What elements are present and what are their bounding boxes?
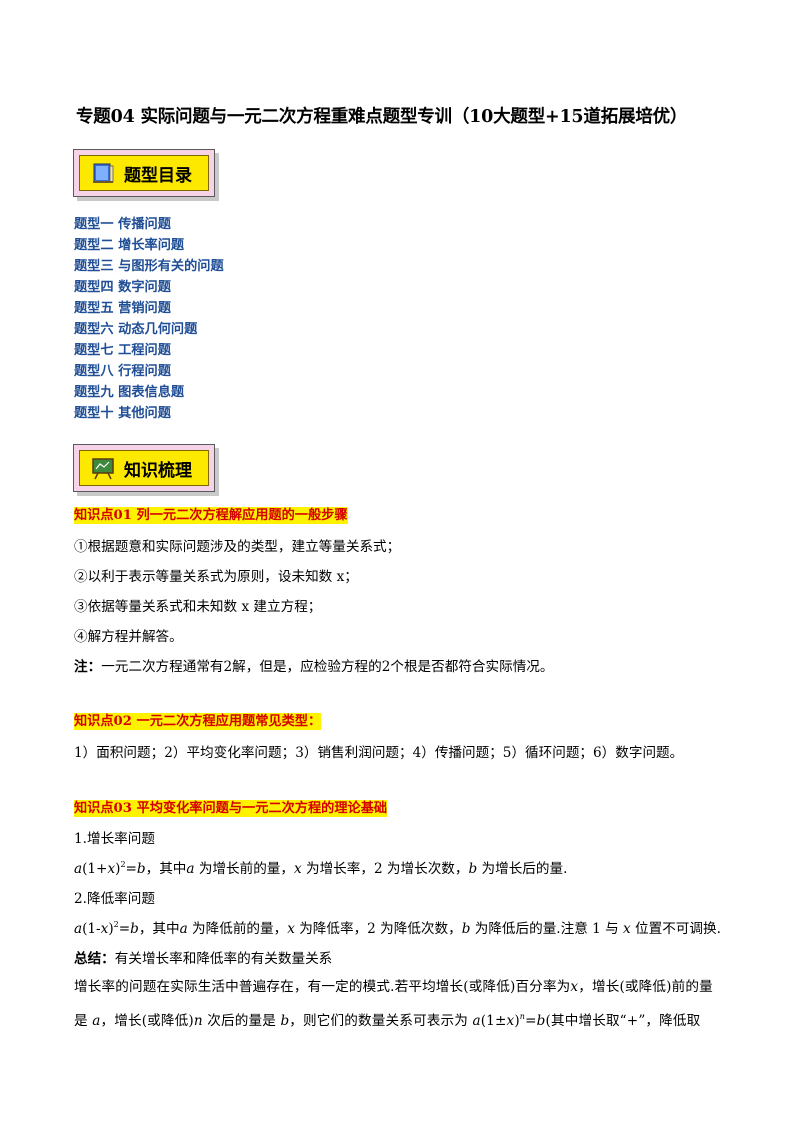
decline-title: 2.降低率问题 bbox=[74, 891, 155, 907]
var-x: x bbox=[506, 1013, 515, 1029]
kp1-step: ④解方程并解答。 bbox=[74, 629, 183, 645]
paren: (1- bbox=[82, 921, 101, 937]
text: ，其中 bbox=[145, 861, 187, 877]
kp3-heading-text: 知识点03 平均变化率问题与一元二次方程的理论基础 bbox=[74, 800, 388, 817]
var-x: x bbox=[570, 979, 579, 995]
var-a: a bbox=[92, 1013, 101, 1029]
knowledge-banner-label: 知识梳理 bbox=[124, 460, 192, 481]
var-b: b bbox=[280, 1013, 290, 1029]
var-a: a bbox=[186, 861, 195, 877]
var-a: a bbox=[74, 921, 83, 937]
toc-item[interactable]: 题型六 动态几何问题 bbox=[74, 322, 198, 337]
summary-text: 有关增长率和降低率的有关数量关系 bbox=[114, 951, 333, 967]
paren: ) bbox=[108, 921, 114, 937]
knowledge-banner-inner: 知识梳理 bbox=[79, 450, 209, 486]
paren: (1+ bbox=[82, 861, 108, 877]
kp1-heading-text: 知识点01 列一元二次方程解应用题的一般步骤 bbox=[74, 507, 348, 524]
text: 为增长前的量， bbox=[194, 861, 294, 877]
page-title: 专题04 实际问题与一元二次方程重难点题型专训（10大题型+15道拓展培优） bbox=[76, 107, 688, 127]
toc-banner-label: 题型目录 bbox=[124, 165, 192, 186]
text: ) bbox=[514, 1013, 520, 1029]
var-x: x bbox=[294, 861, 302, 877]
var-x: x bbox=[100, 921, 109, 937]
var-n: n bbox=[193, 1013, 203, 1029]
kp3-heading: 知识点03 平均变化率问题与一元二次方程的理论基础 bbox=[74, 800, 388, 818]
text: ，其中 bbox=[138, 921, 180, 937]
equals: = bbox=[125, 861, 137, 877]
toc-item[interactable]: 题型四 数字问题 bbox=[74, 280, 171, 295]
exponent: 2 bbox=[120, 860, 126, 869]
note-text: 一元二次方程通常有2解，但是，应检验方程的2个根是否都符合实际情况。 bbox=[101, 659, 554, 675]
text: 增长率的问题在实际生活中普遍存在，有一定的模式.若平均增长(或降低)百分率为 bbox=[74, 979, 571, 995]
text: 为降低率，2 为降低次数， bbox=[294, 921, 462, 937]
text: ，增长(或降低)前的量 bbox=[578, 979, 713, 995]
text: ，增长(或降低) bbox=[100, 1013, 194, 1029]
kp2-heading: 知识点02 一元二次方程应用题常见类型： bbox=[74, 713, 322, 731]
var-b: b bbox=[136, 861, 146, 877]
var-b: b bbox=[461, 921, 471, 937]
growth-title: 1.增长率问题 bbox=[74, 831, 155, 847]
var-b: b bbox=[130, 921, 139, 937]
var-x: x bbox=[287, 921, 295, 937]
equals: = bbox=[525, 1013, 537, 1029]
var-a: a bbox=[472, 1013, 481, 1029]
text: 是 bbox=[74, 1013, 93, 1029]
text: 为降低前的量， bbox=[187, 921, 288, 937]
kp1-heading: 知识点01 列一元二次方程解应用题的一般步骤 bbox=[74, 507, 348, 525]
text: 为增长后的量. bbox=[477, 861, 568, 877]
exponent: 2 bbox=[113, 920, 119, 929]
text: ，则它们的数量关系可表示为 bbox=[289, 1013, 473, 1029]
summary-paragraph-line2: 是 a，增长(或降低)n 次后的量是 b，则它们的数量关系可表示为 a(1±x)… bbox=[74, 1011, 700, 1031]
summary-paragraph-line1: 增长率的问题在实际生活中普遍存在，有一定的模式.若平均增长(或降低)百分率为x，… bbox=[74, 977, 713, 997]
toc-item[interactable]: 题型五 营销问题 bbox=[74, 301, 171, 316]
exponent-n: n bbox=[519, 1012, 526, 1021]
toc-item[interactable]: 题型八 行程问题 bbox=[74, 364, 171, 379]
var-x: x bbox=[623, 921, 631, 937]
text: 位置不可调换. bbox=[630, 921, 721, 937]
toc-item[interactable]: 题型七 工程问题 bbox=[74, 343, 171, 358]
var-x: x bbox=[107, 861, 116, 877]
var-a: a bbox=[179, 921, 188, 937]
knowledge-banner: 知识梳理 bbox=[73, 444, 215, 492]
kp1-step: ②以利于表示等量关系式为原则，设未知数 x； bbox=[74, 569, 358, 585]
text: 次后的量是 bbox=[202, 1013, 281, 1029]
toc-banner: 题型目录 bbox=[73, 149, 215, 197]
paren: ) bbox=[115, 861, 121, 877]
var-b: b bbox=[536, 1013, 546, 1029]
text: 为增长率，2 为增长次数， bbox=[301, 861, 469, 877]
summary-label: 总结： bbox=[74, 951, 115, 967]
kp1-step: ③依据等量关系式和未知数 x 建立方程； bbox=[74, 599, 322, 615]
kp2-heading-text: 知识点02 一元二次方程应用题常见类型： bbox=[74, 713, 322, 730]
presentation-board-icon bbox=[90, 456, 116, 480]
book-icon bbox=[90, 161, 116, 185]
kp2-text: 1）面积问题；2）平均变化率问题；3）销售利润问题；4）传播问题；5）循环问题；… bbox=[74, 745, 684, 761]
toc-item[interactable]: 题型三 与图形有关的问题 bbox=[74, 259, 224, 274]
summary-line: 总结：有关增长率和降低率的有关数量关系 bbox=[74, 949, 332, 969]
toc-item[interactable]: 题型一 传播问题 bbox=[74, 217, 171, 232]
var-a: a bbox=[74, 861, 83, 877]
kp1-note: 注：一元二次方程通常有2解，但是，应检验方程的2个根是否都符合实际情况。 bbox=[74, 657, 553, 677]
note-label: 注： bbox=[74, 659, 102, 675]
text: (1± bbox=[480, 1013, 507, 1029]
decline-formula-line: a(1-x)2=b，其中a 为降低前的量，x 为降低率，2 为降低次数，b 为降… bbox=[74, 919, 721, 939]
var-b: b bbox=[468, 861, 478, 877]
growth-formula-line: a(1+x)2=b，其中a 为增长前的量，x 为增长率，2 为增长次数，b 为增… bbox=[74, 859, 567, 879]
toc-list: 题型一 传播问题 题型二 增长率问题 题型三 与图形有关的问题 题型四 数字问题… bbox=[74, 214, 224, 424]
toc-item[interactable]: 题型九 图表信息题 bbox=[74, 385, 185, 400]
text: (其中增长取“+”，降低取 bbox=[545, 1013, 701, 1029]
equals: = bbox=[118, 921, 131, 937]
toc-item[interactable]: 题型十 其他问题 bbox=[74, 406, 171, 421]
text: 为降低后的量.注意 1 与 bbox=[470, 921, 624, 937]
toc-banner-inner: 题型目录 bbox=[79, 155, 209, 191]
kp1-step: ①根据题意和实际问题涉及的类型，建立等量关系式； bbox=[74, 539, 401, 555]
toc-item[interactable]: 题型二 增长率问题 bbox=[74, 238, 185, 253]
